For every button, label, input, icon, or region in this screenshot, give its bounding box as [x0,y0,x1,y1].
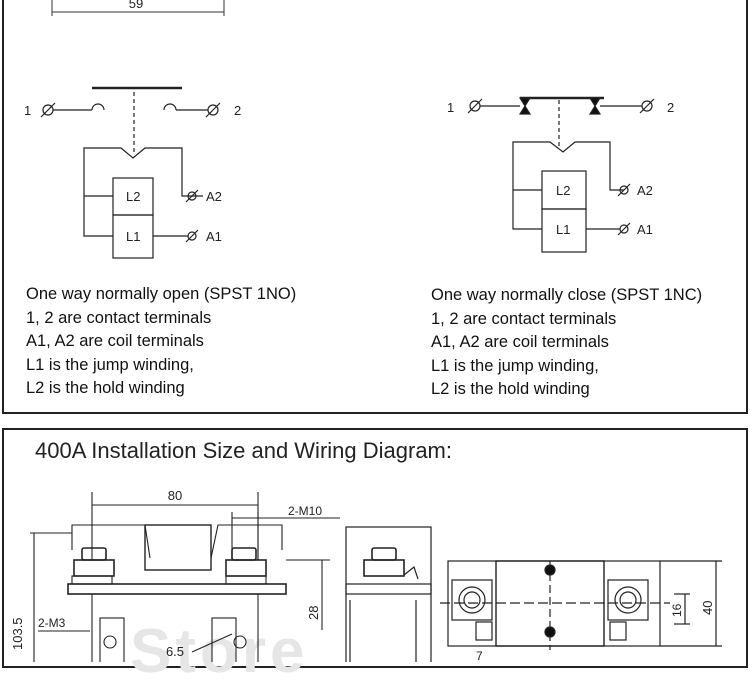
nc-description-line-1: One way normally close (SPST 1NC) [431,286,703,304]
nc-description-line-4: L1 is the jump winding, [431,356,599,375]
nc-coil-a1-label: A1 [637,222,653,237]
wiring-diagram-panel [2,0,748,414]
nc-description: One way normally close (SPST 1NC) 1, 2 a… [431,284,702,402]
no-terminal-2-label: 2 [234,103,241,118]
nc-coil-a2-label: A2 [637,183,653,198]
no-description-line-1: One way normally open (SPST 1NO) [26,285,297,303]
wiring-diagrams: 59 1 2 L2 L1 A2 A1 1 [24,0,674,259]
no-description-line-4: L1 is the jump winding, [26,355,194,374]
installation-size-panel [2,428,748,668]
no-terminal-1-label: 1 [24,103,31,118]
store-watermark: Store [130,617,309,686]
no-coil-l1-label: L1 [126,229,140,244]
no-coil-a1-label: A1 [206,229,222,244]
nc-contact-diagram: 1 2 L2 L1 A2 A1 [447,96,674,253]
no-description-line-5: L2 is the hold winding [26,379,185,397]
no-coil-a2-label: A2 [206,189,222,204]
no-contact-diagram: 1 2 L2 L1 A2 A1 [24,86,241,259]
top-dimension-59: 59 [51,0,225,16]
nc-description-line-5: L2 is the hold winding [431,380,590,398]
nc-description-line-2: 1, 2 are contact terminals [431,309,617,328]
no-description: One way normally open (SPST 1NO) 1, 2 ar… [26,283,296,401]
dimension-label-59: 59 [129,0,143,11]
no-coil-l2-label: L2 [126,189,140,204]
nc-coil-l1-label: L1 [556,222,570,237]
nc-terminal-1-label: 1 [447,100,454,115]
nc-terminal-2-label: 2 [667,100,674,115]
nc-description-line-3: A1, A2 are coil terminals [431,333,609,351]
no-description-line-2: 1, 2 are contact terminals [26,308,212,327]
installation-size-title: 400A Installation Size and Wiring Diagra… [35,438,452,463]
nc-coil-l2-label: L2 [556,183,570,198]
no-description-line-3: A1, A2 are coil terminals [26,332,204,350]
